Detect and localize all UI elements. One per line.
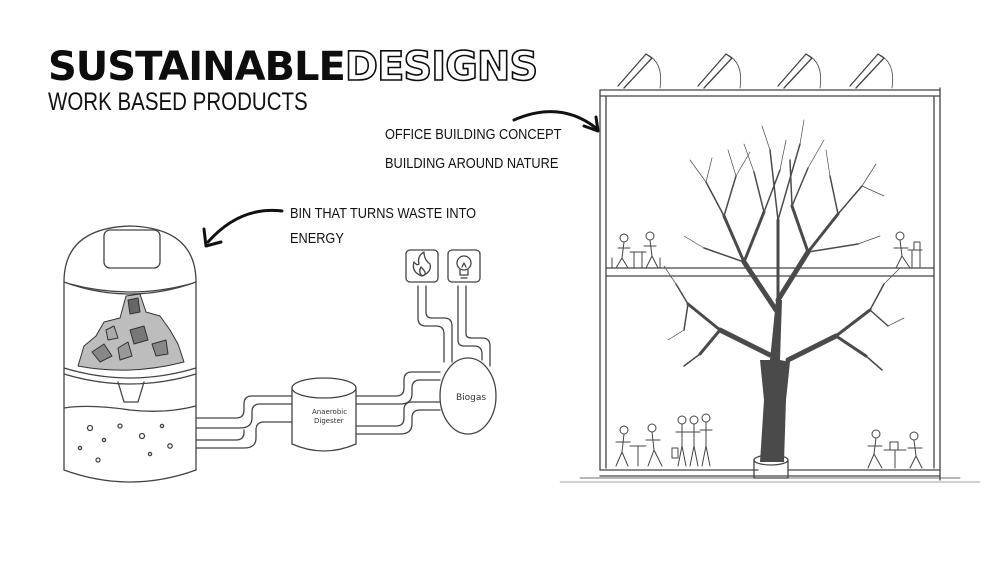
office-caption-line2: BUILDING AROUND NATURE <box>385 155 559 172</box>
page-subtitle: WORK BASED PRODUCTS <box>48 88 308 116</box>
digester-label-line1: Anaerobic <box>312 408 347 416</box>
people-ground-right <box>867 429 923 469</box>
people-ground-left <box>615 413 713 467</box>
pipe-bin-to-digester <box>195 395 293 449</box>
office-arrow <box>512 110 600 133</box>
people-upper-left <box>611 231 661 269</box>
anaerobic-digester <box>291 377 357 452</box>
biogas-label: Biogas <box>456 393 486 403</box>
waste-pile <box>77 293 185 371</box>
office-caption-line1: OFFICE BUILDING CONCEPT <box>385 126 562 143</box>
people-upper-right <box>893 231 923 269</box>
bin-caption-line2: ENERGY <box>290 230 344 247</box>
fire-icon <box>405 249 439 283</box>
digester-label-line2: Digester <box>314 417 344 425</box>
page-title: SUSTAINABLEDESIGNS <box>48 43 539 98</box>
waste-bin <box>63 225 197 483</box>
title-part-designs: DESIGNS <box>344 43 539 91</box>
lightbulb-icon <box>447 249 481 283</box>
title-part-sustainable: SUSTAINABLE <box>48 44 346 90</box>
roof-skylights <box>617 53 894 89</box>
pipes-to-outputs <box>417 285 491 367</box>
tree <box>663 119 905 462</box>
bin-arrow <box>202 208 284 248</box>
biogas-tank <box>439 357 497 435</box>
bin-caption-line1: BIN THAT TURNS WASTE INTO <box>290 205 477 222</box>
pipe-digester-to-biogas <box>355 371 441 435</box>
office-building <box>559 53 981 483</box>
